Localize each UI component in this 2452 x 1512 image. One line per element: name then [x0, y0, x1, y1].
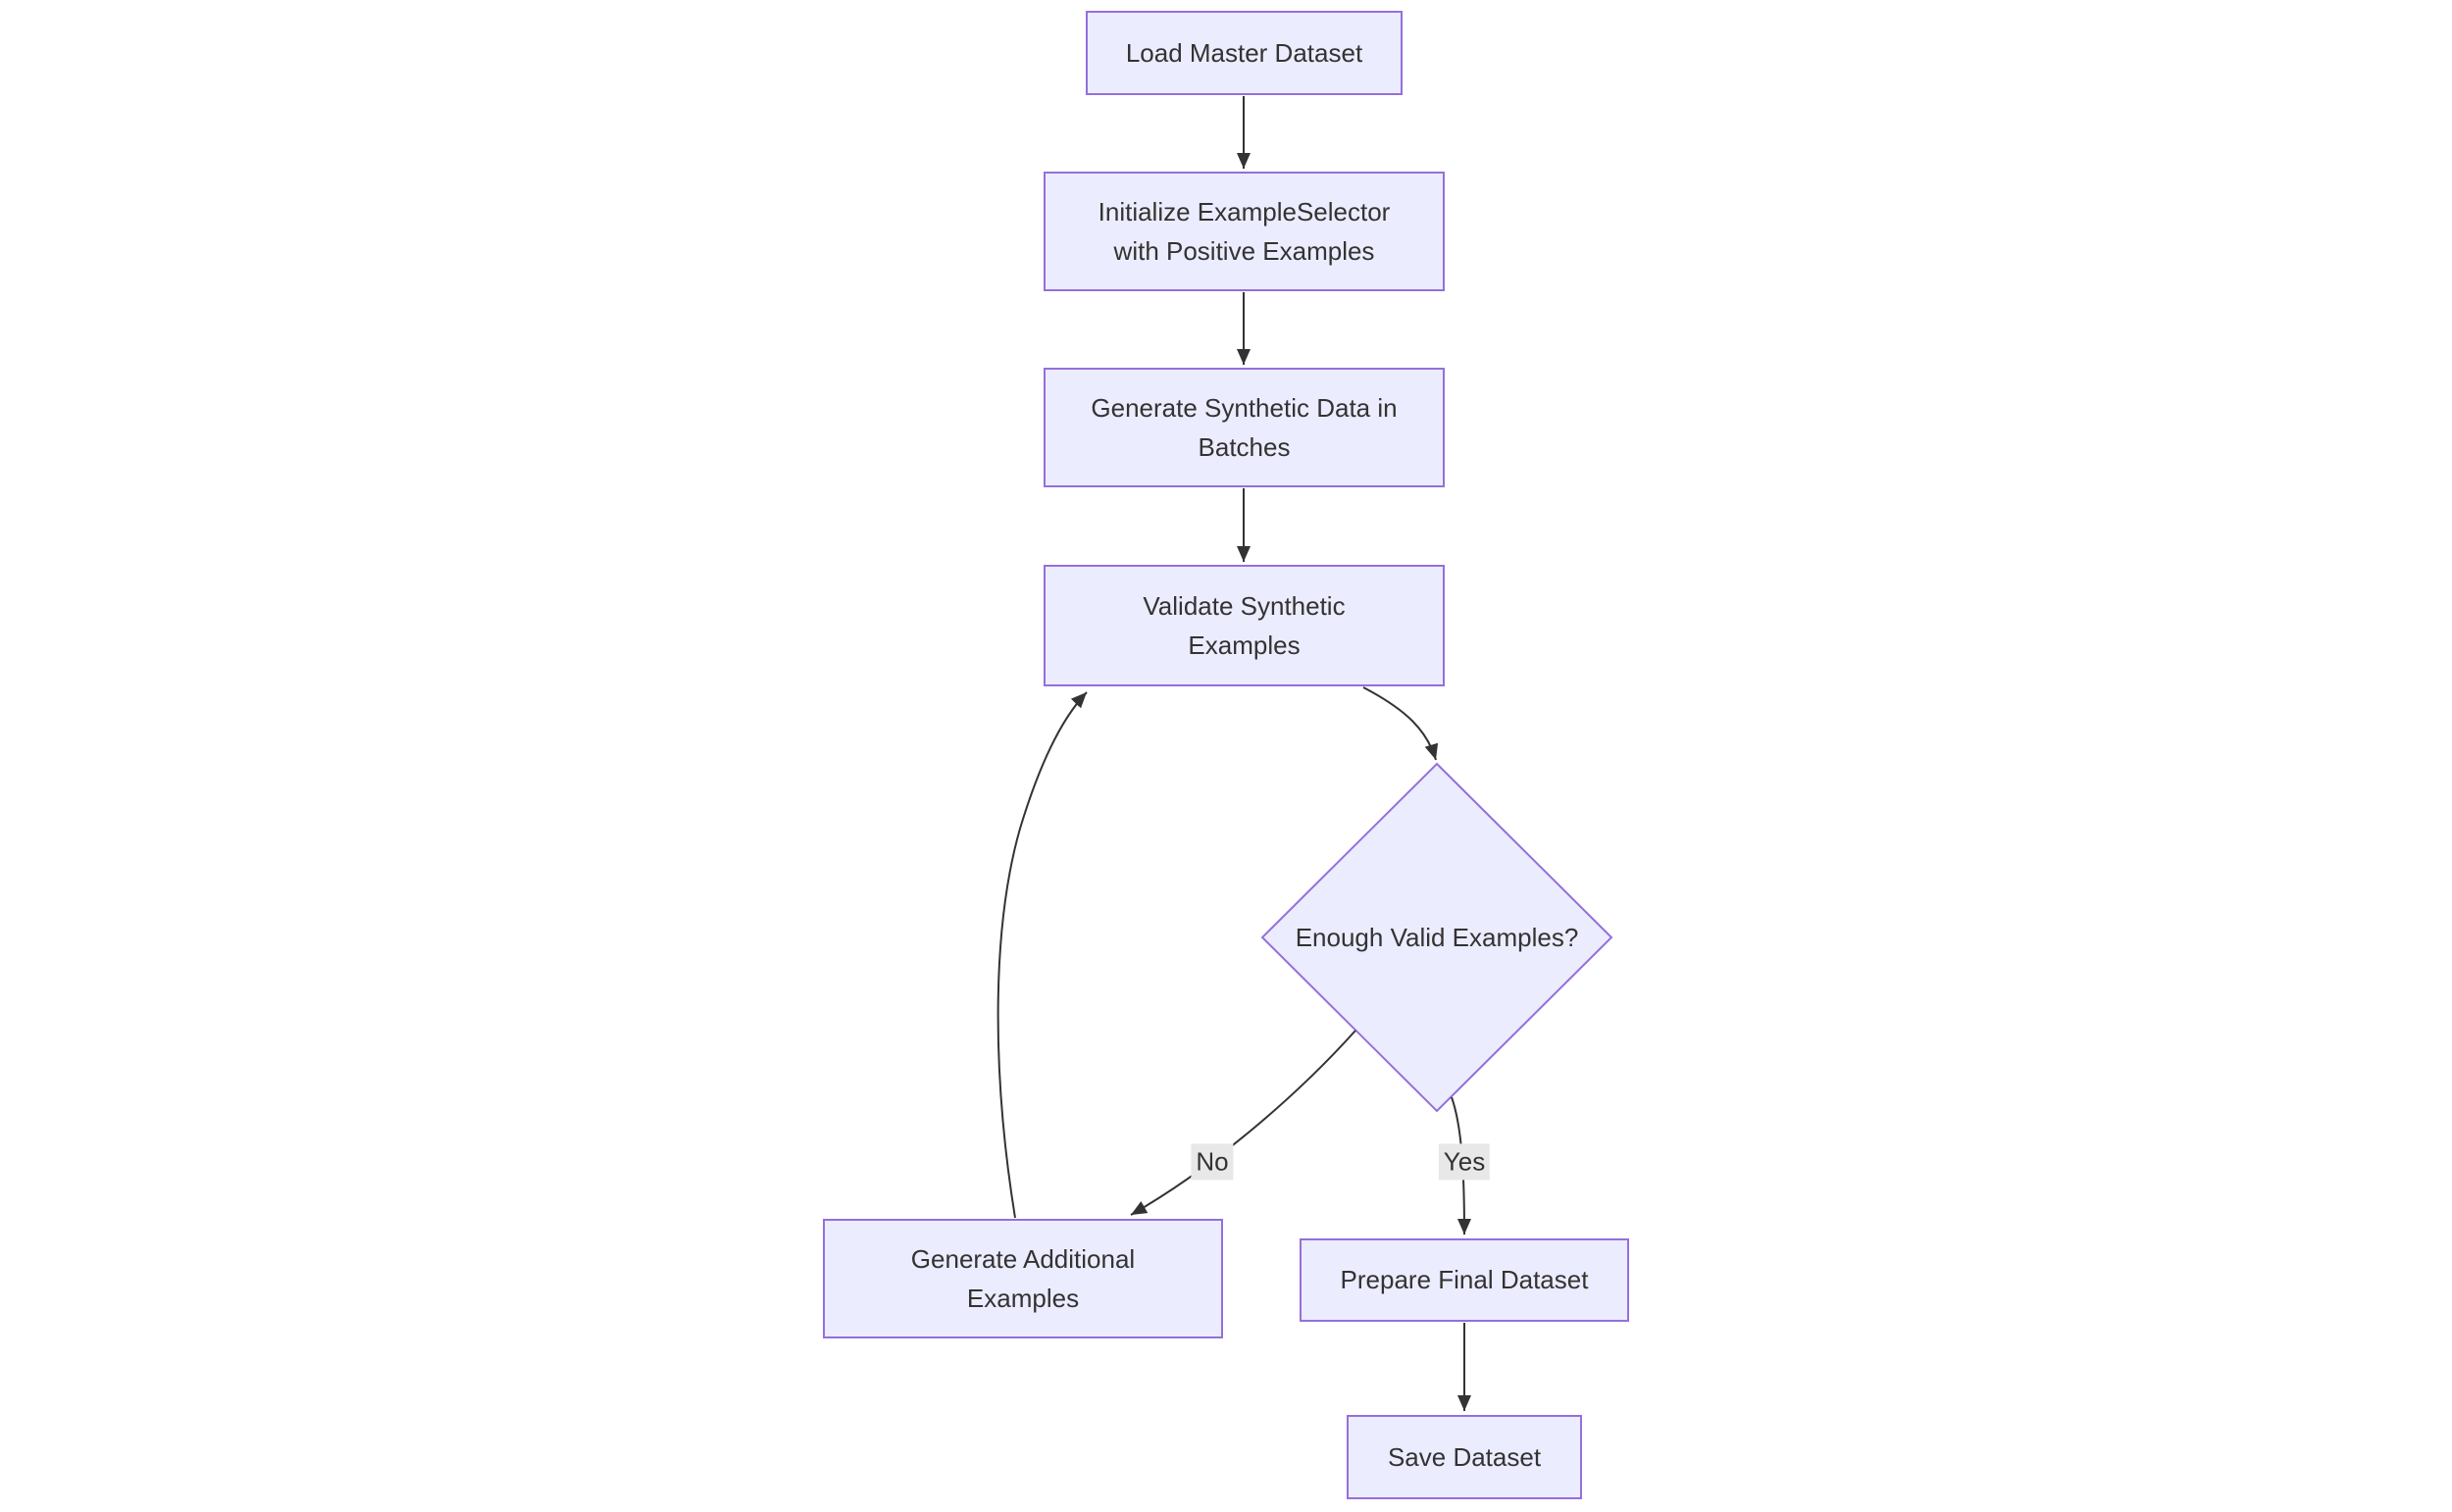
- edge-label-no: No: [1191, 1143, 1234, 1181]
- decision-diamond-shape: [1260, 762, 1613, 1113]
- node-enough-valid-examples-label: Enough Valid Examples?: [1295, 922, 1579, 952]
- node-initialize-example-selector: Initialize ExampleSelector with Positive…: [1044, 172, 1445, 291]
- edge-validate-to-decision: [1362, 686, 1439, 761]
- edge-additional-loop-to-validate: [996, 691, 1088, 1219]
- node-prepare-final-dataset: Prepare Final Dataset: [1300, 1238, 1629, 1322]
- node-load-master-dataset: Load Master Dataset: [1086, 11, 1403, 95]
- edge-label-yes: Yes: [1438, 1143, 1491, 1181]
- edge-decision-no-to-additional: [1130, 1030, 1356, 1216]
- node-validate-synthetic-examples: Validate Synthetic Examples: [1044, 565, 1445, 686]
- node-generate-synthetic-data: Generate Synthetic Data in Batches: [1044, 368, 1445, 487]
- node-save-dataset: Save Dataset: [1347, 1415, 1582, 1499]
- node-generate-additional-examples: Generate Additional Examples: [823, 1219, 1223, 1338]
